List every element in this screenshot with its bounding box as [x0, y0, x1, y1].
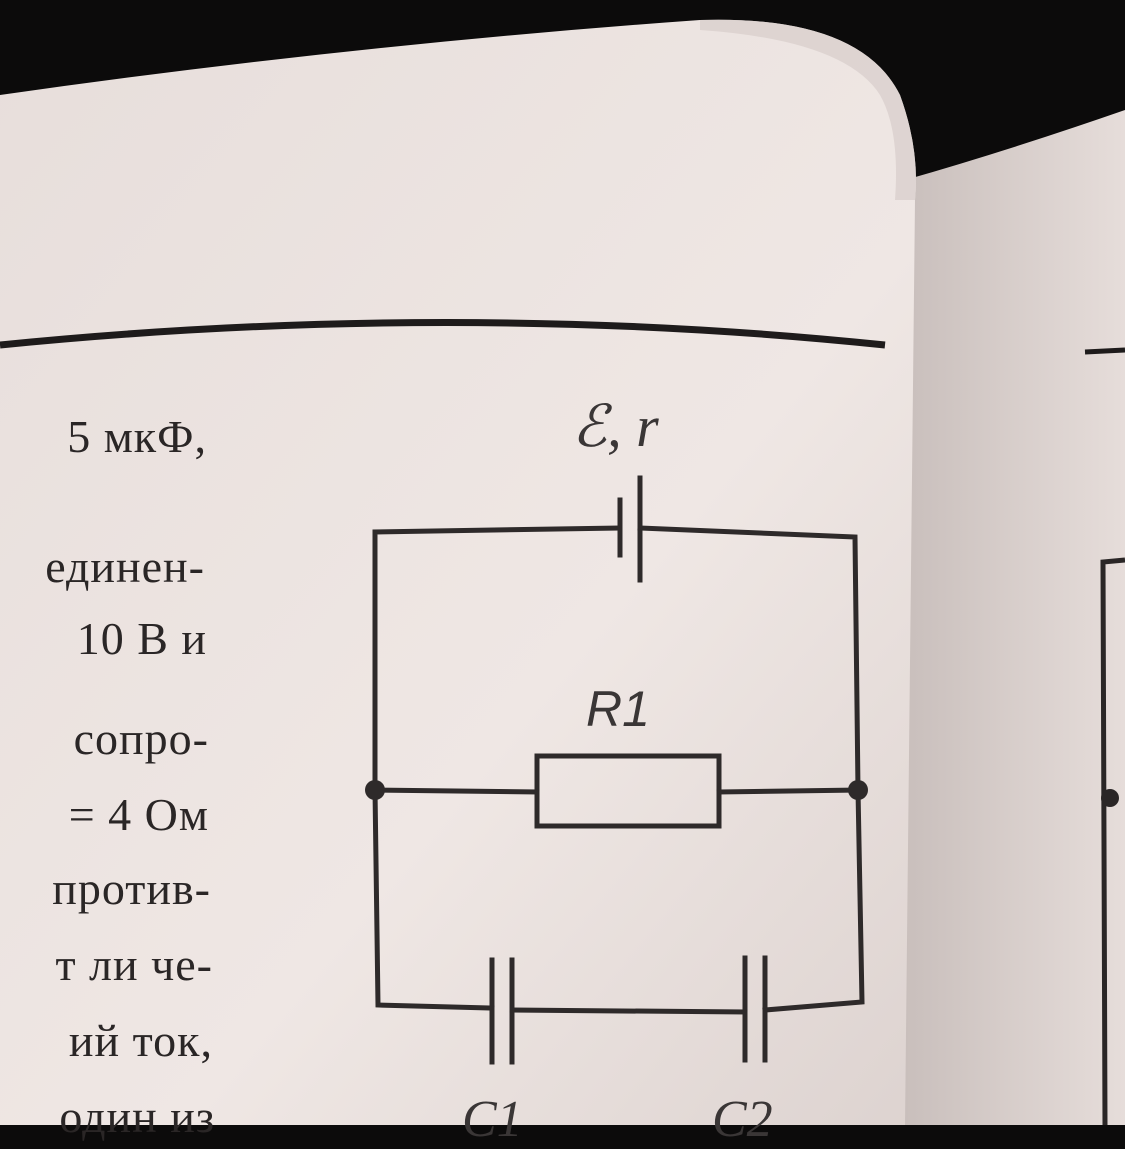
- junction-left: [365, 780, 385, 800]
- wire-top-left: [372, 525, 621, 793]
- text-line-8: ий ток,: [68, 1015, 213, 1066]
- capacitor-c1-label: C1: [462, 1091, 523, 1148]
- wire-mid-left: [372, 787, 540, 795]
- wire-mid-right: [716, 787, 861, 795]
- text-line-7: т ли че-: [55, 939, 213, 990]
- text-line-2: единен-: [45, 541, 205, 592]
- wire-bottom-right: [762, 787, 865, 1013]
- wire-bottom-mid: [509, 1007, 748, 1015]
- circuit-diagram: [372, 475, 865, 1065]
- text-line-3: 10 В и: [76, 613, 207, 664]
- photo-scene: [0, 19, 1125, 1125]
- text-line-4: сопро-: [73, 713, 209, 764]
- text-line-9: один из: [59, 1091, 215, 1142]
- header-rule: [0, 319, 886, 349]
- text-line-6: против-: [52, 863, 211, 914]
- text-line-5: = 4 Ом: [68, 789, 209, 840]
- resistor-label: R1: [586, 681, 650, 737]
- main-page: [0, 19, 916, 1125]
- emf-label: ℰ, r: [572, 394, 659, 459]
- right-page: [905, 110, 1125, 1125]
- junction-right: [848, 780, 868, 800]
- right-header-rule: [1084, 347, 1125, 355]
- text-line-1: 5 мкФ,: [67, 411, 207, 462]
- wire-top-right: [637, 525, 861, 793]
- wire-bottom-left: [372, 787, 495, 1011]
- capacitor-c2-label: C2: [712, 1091, 773, 1148]
